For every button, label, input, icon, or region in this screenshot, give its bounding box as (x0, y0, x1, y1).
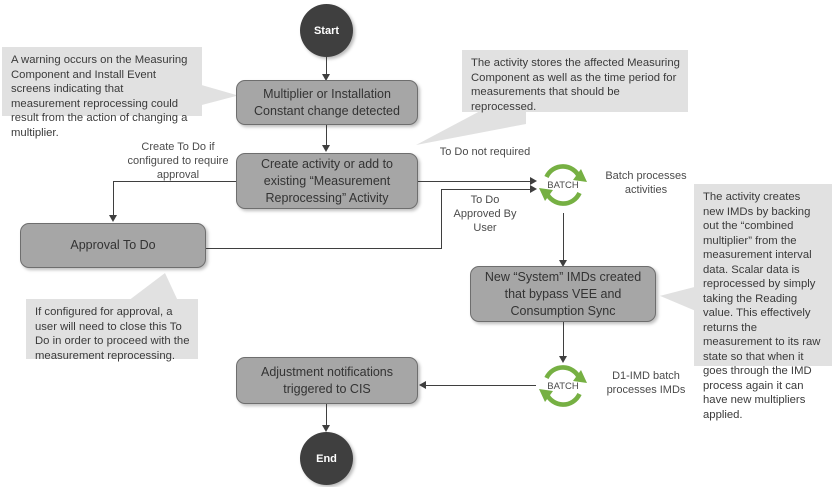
node-new-imds[interactable]: New “System” IMDs created that bypass VE… (470, 266, 656, 322)
arrowhead-batch-to-imds (559, 260, 567, 267)
connector-imds-to-batch2 (563, 322, 564, 357)
start-terminator: Start (300, 4, 353, 57)
start-label: Start (313, 24, 340, 37)
note-warning: A warning occurs on the Measuring Compon… (2, 47, 202, 139)
arrowhead-imds-to-batch2 (559, 356, 567, 363)
node-approval-todo[interactable]: Approval To Do (20, 223, 206, 268)
arrowhead-create-to-approval (109, 215, 117, 222)
end-label: End (316, 452, 337, 465)
node-create-activity[interactable]: Create activity or add to existing “Meas… (236, 153, 418, 209)
node-adjustment[interactable]: Adjustment notifications triggered to CI… (236, 357, 418, 404)
connector-adjustment-to-end (326, 404, 327, 426)
batch-activities-label: BATCH (547, 179, 579, 191)
note-activity-stores: The activity stores the affected Measuri… (462, 50, 688, 113)
edge-label-todo-approved: To Do Approved By User (453, 194, 517, 234)
batch-imds-label: BATCH (547, 380, 579, 392)
connector-batch2-to-adjustment (426, 385, 536, 386)
connector-start-to-detect (326, 57, 327, 75)
note-activity-stores-tail (416, 110, 526, 145)
note-imd: The activity creates new IMDs by backing… (694, 184, 832, 421)
connector-batch-to-imds (563, 213, 564, 261)
note-approval-tail (128, 273, 178, 301)
arrowhead-detect-to-create (322, 145, 330, 152)
edge-label-d1-imd-batch: D1-IMD batch processes IMDs (606, 370, 686, 396)
edge-label-batch-activities: Batch processes activities (605, 170, 687, 196)
batch-imds-icon: BATCH (537, 360, 589, 412)
note-approval: If configured for approval, a user will … (26, 299, 198, 362)
edge-label-todo-not-required: To Do not required (439, 146, 531, 158)
arrowhead-adjustment-to-end (322, 425, 330, 432)
arrowhead-start-to-detect (322, 74, 330, 81)
batch-activities-icon: BATCH (537, 159, 589, 211)
node-detect[interactable]: Multiplier or Installation Constant chan… (236, 80, 418, 125)
arrowhead-create-to-batch (530, 177, 537, 185)
connector-approval-to-batch-v (441, 189, 442, 249)
end-terminator: End (300, 432, 353, 485)
connector-create-to-batch (418, 181, 531, 182)
arrowhead-approval-to-batch (530, 185, 537, 193)
edge-label-create-todo: Create To Do if configured to require ap… (127, 141, 229, 181)
connector-approval-to-batch-h1 (206, 248, 442, 249)
arrowhead-batch2-to-adjustment (419, 381, 426, 389)
connector-create-to-approval-h (113, 181, 236, 182)
connector-detect-to-create (326, 125, 327, 146)
note-warning-tail (198, 84, 238, 106)
connector-approval-to-batch-h2 (441, 189, 531, 190)
connector-create-to-approval-v (113, 181, 114, 216)
